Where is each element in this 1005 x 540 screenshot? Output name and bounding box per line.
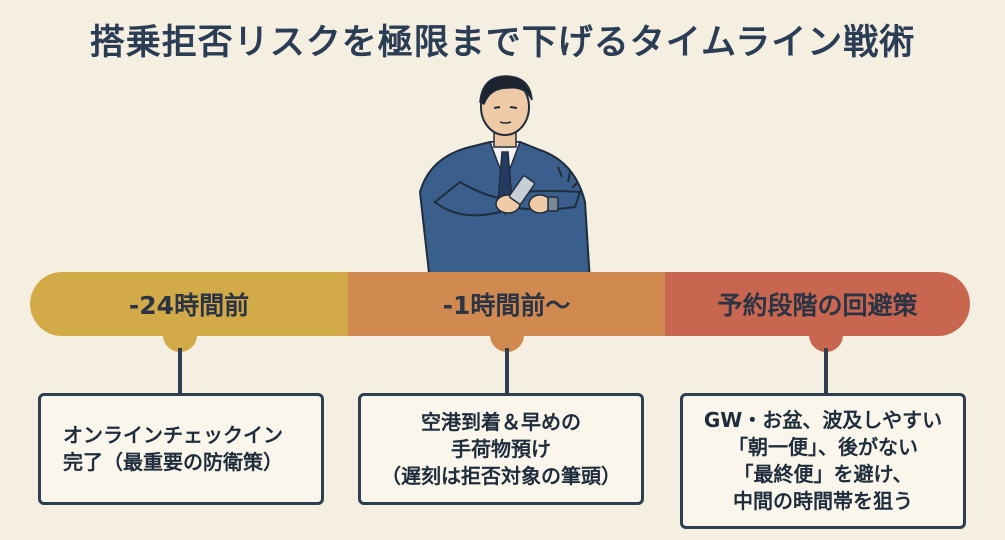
timeline-stage-1-label: -24時間前	[128, 291, 250, 320]
card-2-line-2: 手荷物預け	[451, 436, 551, 461]
card-1-line-2: 完了（最重要の防衛策）	[63, 450, 283, 474]
card-3-line-3: 「最終便」を避け、	[733, 462, 913, 486]
timeline-connector-3	[824, 348, 828, 394]
timeline-card-1: オンラインチェックイン 完了（最重要の防衛策）	[38, 393, 324, 505]
card-1-line-1: オンラインチェックイン	[63, 423, 283, 447]
timeline-node-2	[490, 318, 524, 352]
businessman-checking-watch-icon	[418, 75, 592, 282]
timeline-stage-3-label: 予約段階の回避策	[717, 291, 918, 320]
card-2-line-3: （遅刻は拒否対象の筆頭）	[381, 463, 621, 488]
card-3-line-2: 「朝一便」、後がない	[728, 435, 918, 459]
page-title: 搭乗拒否リスクを極限まで下げるタイムライン戦術	[89, 23, 916, 63]
card-2-line-1: 空港到着＆早めの	[421, 409, 581, 434]
timeline-connector-2	[505, 348, 509, 394]
timeline-card-2: 空港到着＆早めの 手荷物預け （遅刻は拒否対象の筆頭）	[358, 393, 644, 505]
timeline-stage-2-label: -1時間前〜	[442, 291, 571, 320]
timeline-card-3: GW・お盆、波及しやすい 「朝一便」、後がない 「最終便」を避け、 中間の時間帯…	[680, 393, 966, 529]
timeline-node-1	[163, 318, 197, 352]
timeline-stage-3-band: 予約段階の回避策	[665, 272, 970, 336]
card-3-line-1: GW・お盆、波及しやすい	[703, 408, 943, 432]
timeline-stage-2-band: -1時間前〜	[348, 272, 665, 336]
timeline-connector-1	[178, 348, 182, 394]
card-3-line-4: 中間の時間帯を狙う	[733, 489, 913, 513]
timeline-node-3	[809, 318, 843, 352]
